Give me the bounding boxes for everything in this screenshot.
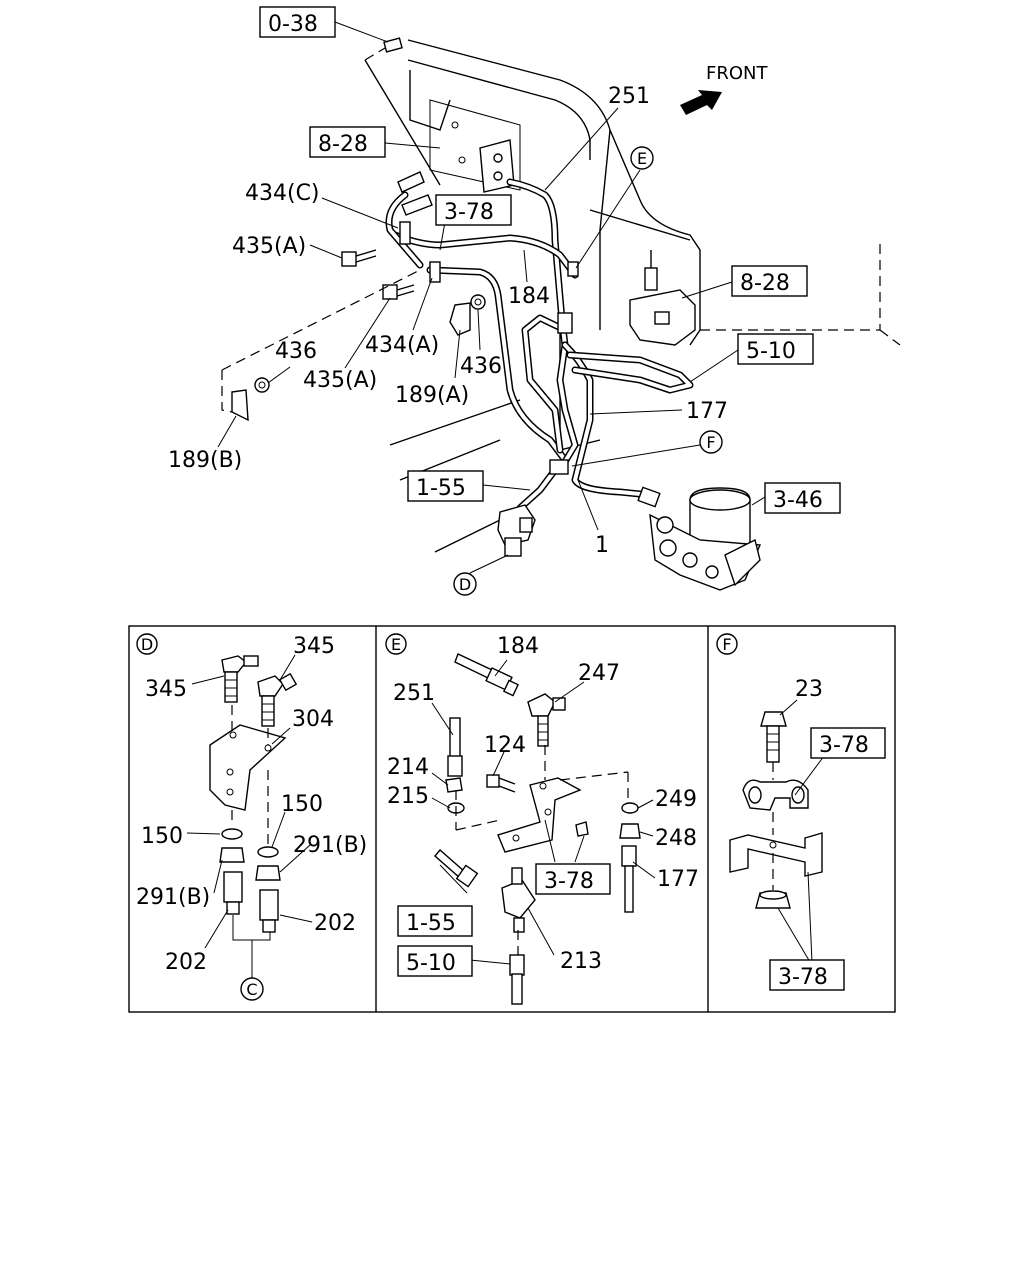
part-177-e: 177 (657, 867, 699, 892)
ref-1-55-main: 1-55 (416, 476, 466, 501)
main-assembly: FRONT 0-38 8-28 3-78 8-28 5-10 (168, 6, 901, 596)
part-150-left: 150 (141, 824, 183, 849)
ref-0-38: 0-38 (268, 12, 318, 37)
part-435a-lower: 435(A) (303, 368, 377, 393)
part-214: 214 (387, 755, 429, 780)
part-345-right: 345 (293, 634, 335, 659)
panel-d-circle: D (141, 635, 153, 654)
ref-3-78-main: 3-78 (444, 200, 494, 225)
front-label: FRONT (706, 63, 768, 84)
callout-c: C (246, 980, 257, 999)
part-202-right: 202 (314, 911, 356, 936)
part-291b-left: 291(B) (136, 885, 210, 910)
part-291b-right: 291(B) (293, 833, 367, 858)
panel-f-circle: F (722, 635, 731, 654)
part-150-right: 150 (281, 792, 323, 817)
detail-panels (128, 625, 896, 1013)
part-189b: 189(B) (168, 448, 242, 473)
ref-3-78-f-lower: 3-78 (778, 965, 828, 990)
part-436-right: 436 (460, 354, 502, 379)
part-23: 23 (795, 677, 823, 702)
part-184-e: 184 (497, 634, 539, 659)
part-124: 124 (484, 733, 526, 758)
callout-e-main: E (637, 149, 647, 168)
part-247: 247 (578, 661, 620, 686)
part-213: 213 (560, 949, 602, 974)
part-249: 249 (655, 787, 697, 812)
part-434c: 434(C) (245, 181, 320, 206)
panel-e: E (385, 633, 699, 1005)
ref-3-46: 3-46 (773, 488, 823, 513)
panel-e-circle: E (391, 635, 401, 654)
ref-1-55-e: 1-55 (406, 911, 456, 936)
panel-d: D (136, 633, 367, 1001)
part-434a: 434(A) (365, 333, 439, 358)
part-345-left: 345 (145, 677, 187, 702)
part-435a-upper: 435(A) (232, 234, 306, 259)
ref-3-78-f-upper: 3-78 (819, 733, 869, 758)
part-251-main: 251 (608, 84, 650, 109)
part-189a: 189(A) (395, 383, 469, 408)
ref-8-28-upper: 8-28 (318, 132, 368, 157)
part-1: 1 (595, 533, 609, 558)
panel-f: F 23 3-78 3-78 (716, 633, 886, 991)
part-248: 248 (655, 826, 697, 851)
ref-5-10-main: 5-10 (746, 339, 796, 364)
callout-d-main: D (459, 575, 471, 594)
front-arrow-icon (680, 90, 722, 115)
part-304: 304 (292, 707, 334, 732)
ref-8-28-right: 8-28 (740, 271, 790, 296)
ref-5-10-e: 5-10 (406, 951, 456, 976)
part-215: 215 (387, 784, 429, 809)
callout-f-main: F (706, 433, 715, 452)
part-202-left: 202 (165, 950, 207, 975)
ref-3-78-e: 3-78 (544, 869, 594, 894)
part-436-left: 436 (275, 339, 317, 364)
part-177-main: 177 (686, 399, 728, 424)
part-251-e: 251 (393, 681, 435, 706)
part-184-main: 184 (508, 284, 550, 309)
